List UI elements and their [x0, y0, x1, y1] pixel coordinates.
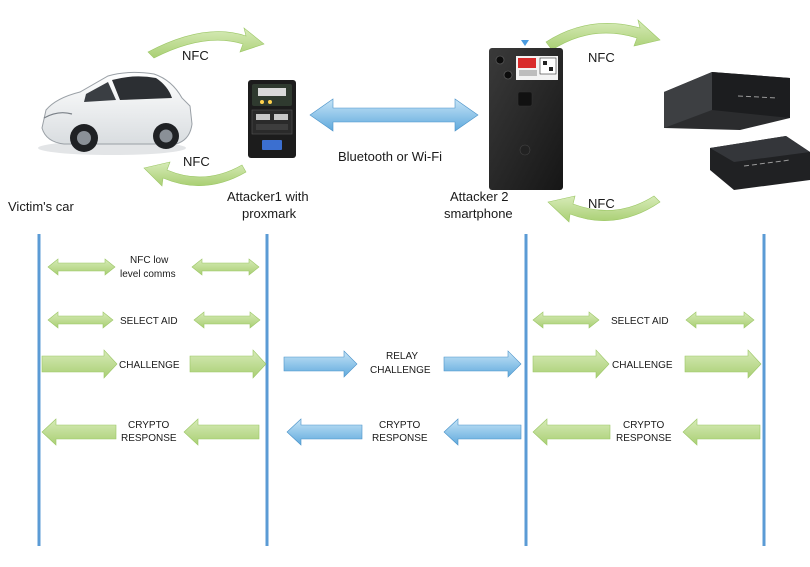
car-image — [38, 71, 193, 155]
crypto-arrow-left-a — [41, 418, 117, 446]
msg-crypto-right-line2: RESPONSE — [616, 433, 672, 444]
entity-attacker2-line2: smartphone — [444, 206, 513, 221]
relay-challenge-arrow-a — [283, 350, 358, 378]
crypto-arrow-right-a — [532, 418, 611, 446]
relay-challenge-arrow-b — [443, 350, 522, 378]
nfc-arrow-top-right — [545, 19, 661, 51]
msg-challenge-left: CHALLENGE — [119, 360, 180, 371]
smartphone — [489, 40, 563, 190]
msg-select-aid-right: SELECT AID — [611, 316, 669, 327]
msg-challenge-right: CHALLENGE — [612, 360, 673, 371]
nfc-low-arrow-left — [47, 258, 116, 276]
bluetooth-wifi-link-arrow — [309, 98, 479, 132]
nfc-label-bottom-right: NFC — [588, 196, 615, 211]
msg-crypto-left-line2: RESPONSE — [121, 433, 177, 444]
select-aid-arrow-left-a — [47, 311, 114, 329]
entity-victim-car: Victim's car — [8, 199, 74, 214]
msg-crypto-mid-line2: RESPONSE — [372, 433, 428, 444]
nfc-label-top-left: NFC — [182, 48, 209, 63]
challenge-arrow-left-a — [41, 349, 118, 379]
nfc-arrow-top-left — [147, 27, 265, 59]
challenge-arrow-left-b — [189, 349, 267, 379]
nfc-label-top-right: NFC — [588, 50, 615, 65]
select-aid-arrow-left-b — [193, 311, 261, 329]
nfc-arrow-bottom-left — [143, 161, 247, 187]
crypto-relay-arrow-b — [443, 418, 522, 446]
crypto-arrow-right-b — [682, 418, 761, 446]
msg-crypto-right-line1: CRYPTO — [623, 420, 665, 431]
entity-attacker2-line1: Attacker 2 — [450, 189, 509, 204]
nfc-arrow-bottom-right — [547, 195, 661, 223]
crypto-relay-arrow-a — [286, 418, 363, 446]
key-cards — [664, 72, 810, 190]
msg-relay-line2: CHALLENGE — [370, 365, 431, 376]
link-label: Bluetooth or Wi-Fi — [338, 149, 442, 164]
msg-nfc-low-line1: NFC low — [130, 255, 169, 266]
entity-attacker1-line1: Attacker1 with — [227, 189, 309, 204]
msg-crypto-mid-line1: CRYPTO — [379, 420, 421, 431]
nfc-low-arrow-right — [191, 258, 260, 276]
nfc-label-bottom-left: NFC — [183, 154, 210, 169]
msg-relay-line1: RELAY — [386, 351, 418, 362]
entity-attacker1-line2: proxmark — [242, 206, 297, 221]
select-aid-arrow-right-b — [685, 311, 755, 329]
msg-nfc-low-line2: level comms — [120, 269, 176, 280]
msg-crypto-left-line1: CRYPTO — [128, 420, 170, 431]
proxmark-device — [248, 80, 296, 158]
select-aid-arrow-right-a — [532, 311, 600, 329]
crypto-arrow-left-b — [183, 418, 260, 446]
msg-select-aid-left: SELECT AID — [120, 316, 178, 327]
challenge-arrow-right-b — [684, 349, 762, 379]
challenge-arrow-right-a — [532, 349, 610, 379]
